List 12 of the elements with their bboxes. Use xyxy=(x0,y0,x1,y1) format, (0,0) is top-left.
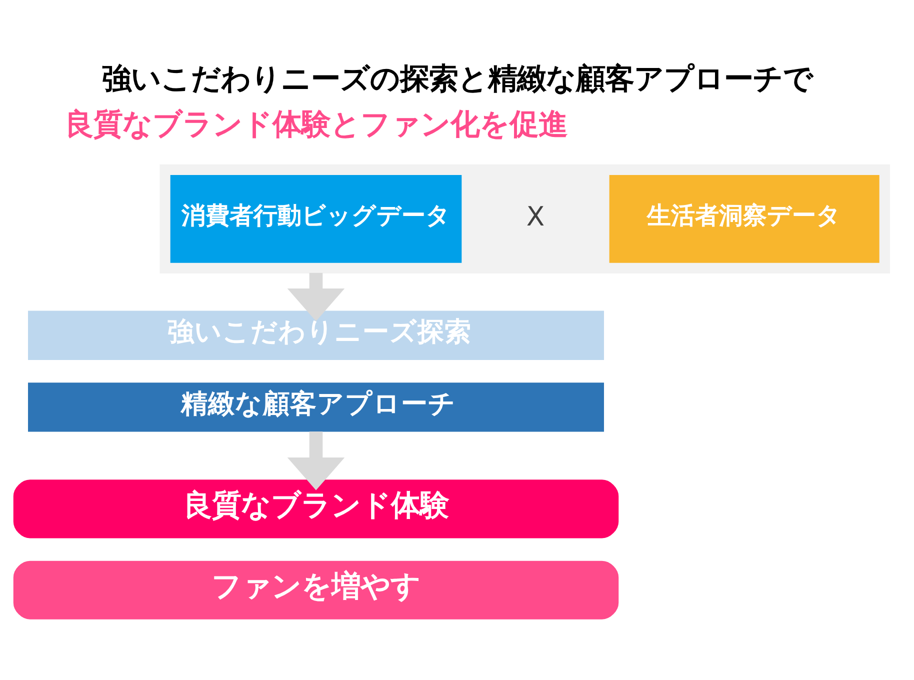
node-box: 精緻な顧客アプローチ xyxy=(28,382,604,432)
node-box: 強いこだわりニーズ探索 xyxy=(28,310,604,360)
node-box: 生活者洞察データ xyxy=(609,175,880,263)
node-box: 良質なブランド体験 xyxy=(13,480,619,538)
label: X xyxy=(526,202,545,233)
arrow xyxy=(287,272,345,322)
cluster xyxy=(160,164,890,274)
node-box: ファンを増やす xyxy=(13,560,619,620)
diagram-title: 強いこだわりニーズの探索と精緻な顧客アプローチで xyxy=(102,62,813,96)
node-box: 消費者行動ビッグデータ xyxy=(170,175,462,263)
label: 良質なブランド体験とファン化を促進 xyxy=(64,106,568,141)
arrow xyxy=(287,432,345,490)
